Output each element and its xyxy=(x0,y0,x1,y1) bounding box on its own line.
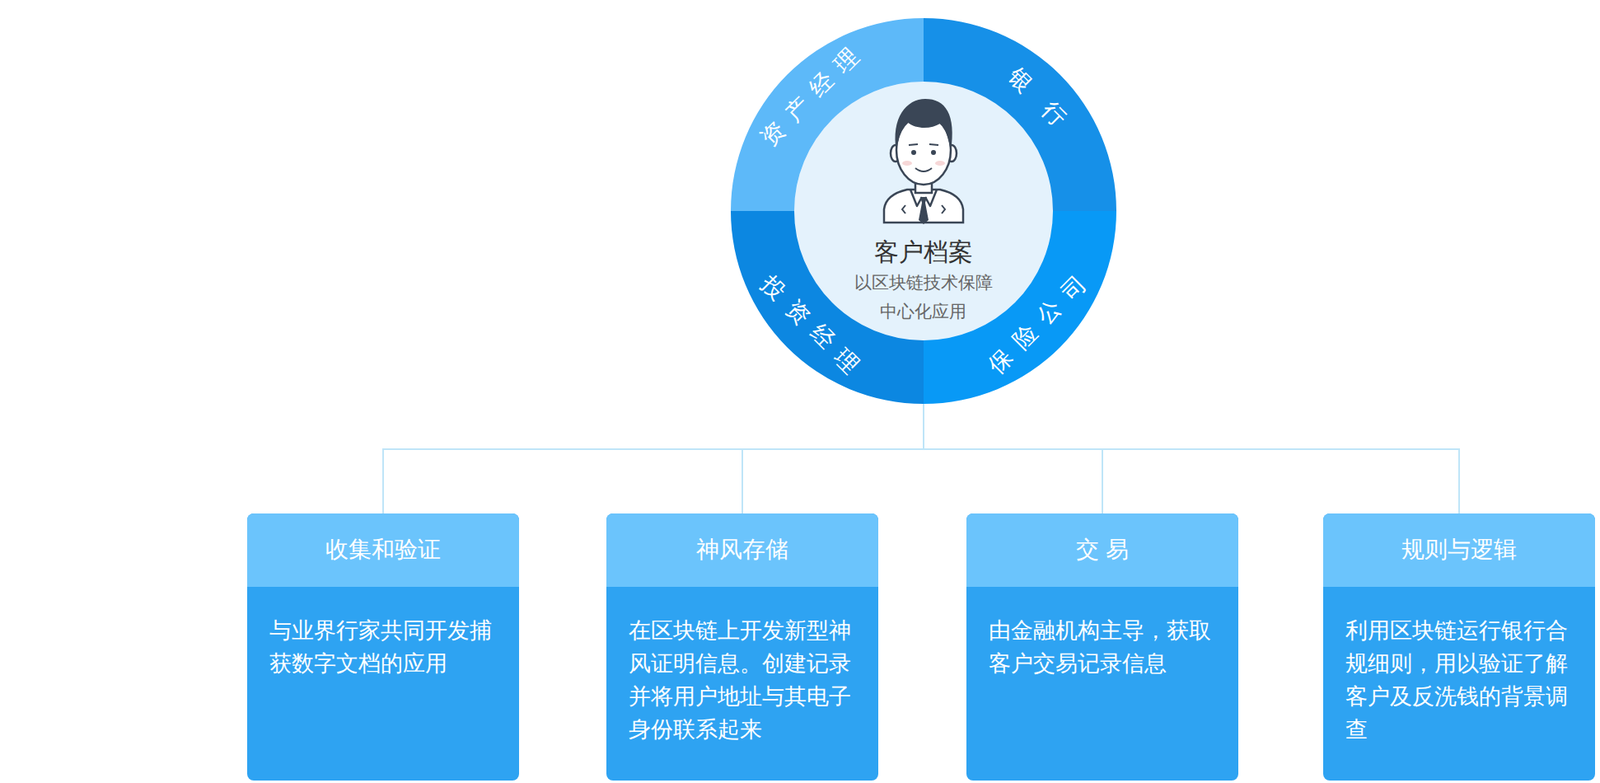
info-card: 交 易由金融机构主导，获取 客户交易记录信息 xyxy=(966,513,1239,781)
ring-segment: 银行 xyxy=(923,18,1117,211)
connector-line xyxy=(742,403,924,514)
card-body: 利用区块链运行银行合 规细则，用以验证了解 客户及反洗钱的背景调 查 xyxy=(1323,586,1596,763)
person-cheek xyxy=(935,160,946,166)
ring-segment-fill xyxy=(923,18,1117,211)
card-heading: 规则与逻辑 xyxy=(1323,513,1596,587)
card-heading: 交 易 xyxy=(966,513,1239,587)
card-body: 与业界行家共同开发捕 获数字文档的应用 xyxy=(247,586,520,697)
person-brow xyxy=(908,144,939,146)
connector-line xyxy=(383,403,924,514)
hub-inner-circle xyxy=(794,81,1053,341)
connector-line xyxy=(923,403,1460,514)
ring-segment-fill xyxy=(730,18,924,211)
card-body: 由金融机构主导，获取 客户交易记录信息 xyxy=(966,586,1239,697)
hub-subtitle: 以区块链技术保障 中心化应用 xyxy=(851,268,997,327)
card-heading: 神风存储 xyxy=(606,513,879,587)
info-card: 规则与逻辑利用区块链运行银行合 规细则，用以验证了解 客户及反洗钱的背景调 查 xyxy=(1323,513,1596,781)
person-tie xyxy=(918,196,929,225)
ring-segment-fill xyxy=(923,210,1117,404)
person-eye xyxy=(930,149,936,155)
hub-title: 客户档案 xyxy=(730,235,1117,269)
info-card: 神风存储在区块链上开发新型神 风证明信息。创建记录 并将用户地址与其电子 身份联… xyxy=(606,513,879,781)
person-mouth xyxy=(915,168,932,172)
info-card: 收集和验证与业界行家共同开发捕 获数字文档的应用 xyxy=(247,513,520,781)
ring-segment: 资产经理 xyxy=(730,18,924,211)
ring-shape xyxy=(730,18,924,211)
person-cheek xyxy=(902,160,913,166)
person-eye xyxy=(911,149,917,155)
connector-line xyxy=(923,403,1103,514)
ring-shape xyxy=(923,18,1117,211)
person-icon xyxy=(874,92,974,226)
card-heading: 收集和验证 xyxy=(247,513,520,587)
ring-segment-fill xyxy=(730,210,924,404)
card-body: 在区块链上开发新型神 风证明信息。创建记录 并将用户地址与其电子 身份联系起来 xyxy=(606,586,879,763)
person-lapel xyxy=(902,205,946,214)
